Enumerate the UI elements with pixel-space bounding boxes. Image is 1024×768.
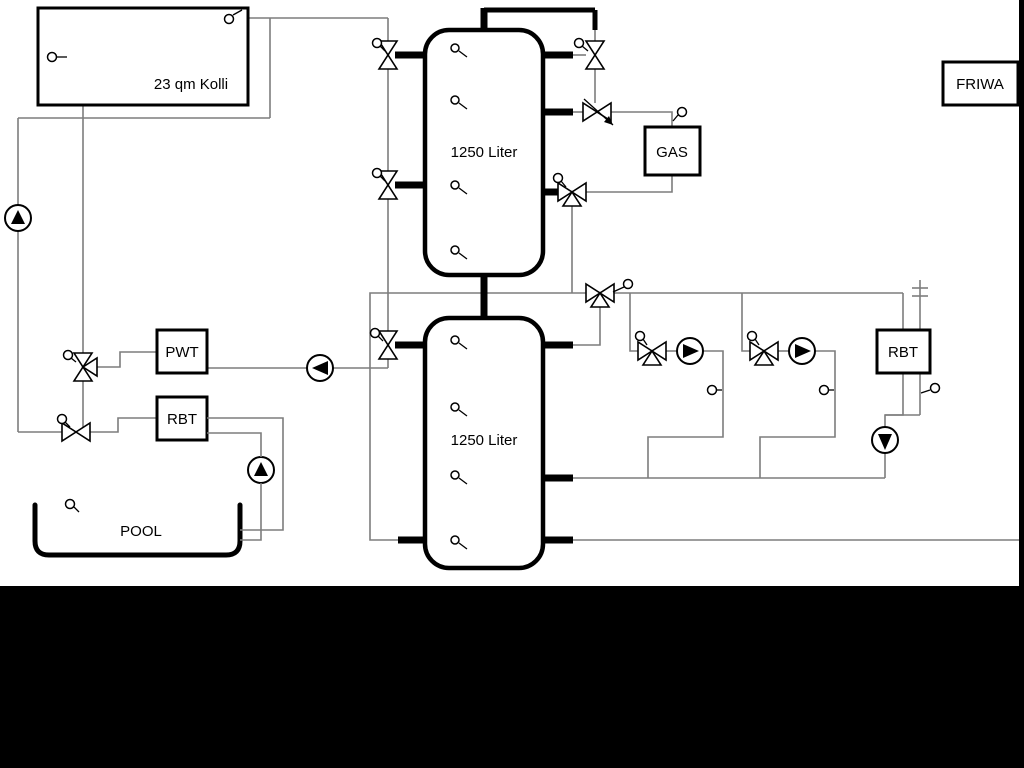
rbt-sensor-icon: [929, 382, 941, 394]
three-way-valve-main-line-icon: [585, 282, 615, 308]
rbt-right-label: RBT: [888, 344, 918, 361]
temperature-sensor-icon: [450, 535, 460, 545]
pool-basin: POOL: [32, 498, 243, 558]
valve-actuator-icon: [371, 37, 383, 49]
temperature-sensor-icon: [450, 470, 460, 480]
main-valve-actuator-icon: [622, 278, 634, 290]
pwt-box: PWT: [155, 328, 209, 375]
temperature-sensor-icon: [450, 245, 460, 255]
mixing-valve-heating-circuit-2-icon: [749, 340, 779, 366]
temperature-sensor-icon: [450, 95, 460, 105]
temperature-sensor-icon: [450, 402, 460, 412]
valve-actuator-icon: [62, 349, 74, 361]
solar-pump-icon: [4, 204, 32, 232]
tank2-label: 1250 Liter: [451, 432, 518, 449]
valve-tank2-left-icon: [377, 330, 399, 360]
solar-collector-box: 23 qm Kolli: [36, 6, 250, 107]
rbt-right-box: RBT: [875, 328, 932, 375]
rbt-left-label: RBT: [167, 411, 197, 428]
valve-actuator-icon: [371, 167, 383, 179]
valve-tank1-top-left-icon: [377, 40, 399, 70]
valve-actuator-icon: [746, 330, 758, 342]
valve-tank1-mid-left-icon: [377, 170, 399, 200]
scan-border-right: [1019, 0, 1024, 586]
valve-actuator-icon: [573, 37, 585, 49]
heating-circuit-1-pump-icon: [676, 337, 704, 365]
buffer-tank-2: 1250 Liter: [422, 315, 546, 571]
sensors-and-actuators: [56, 37, 941, 428]
scan-border-bottom: [0, 586, 1024, 768]
gas-flow-sensor-icon: [676, 106, 688, 118]
valve-tank1-top-right-icon: [584, 40, 606, 70]
mixing-valve-gas-supply-icon: [582, 98, 614, 126]
gas-label: GAS: [656, 144, 688, 161]
rbt-left-box: RBT: [155, 395, 209, 442]
pwt-label: PWT: [165, 344, 198, 361]
valve-pool-return-icon: [61, 421, 91, 443]
valve-actuator-icon: [369, 327, 381, 339]
collector-label: 23 qm Kolli: [154, 76, 228, 93]
temperature-sensor-icon: [450, 180, 460, 190]
pool-pump-icon: [247, 456, 275, 484]
circuit2-sensor-icon: [818, 384, 830, 396]
three-way-valve-pwt-icon: [72, 352, 98, 382]
gas-boiler-box: GAS: [643, 125, 702, 177]
tank-connection-stubs: [395, 7, 598, 544]
pool-sensor-icon: [64, 498, 76, 510]
circuit1-sensor-icon: [706, 384, 718, 396]
valve-actuator-icon: [552, 172, 564, 184]
buffer-tank-1: 1250 Liter: [422, 27, 546, 278]
friwa-label: FRIWA: [956, 76, 1004, 93]
three-way-valve-gas-return-icon: [557, 181, 587, 207]
rbt-pump-icon: [871, 426, 899, 454]
friwa-box: FRIWA: [941, 60, 1020, 107]
heating-circuit-2-pump-icon: [788, 337, 816, 365]
pool-label: POOL: [120, 523, 162, 540]
pool-loop-pipes: [207, 417, 284, 541]
temperature-sensor-icon: [450, 43, 460, 53]
valve-actuator-icon: [634, 330, 646, 342]
pwt-pump-icon: [306, 354, 334, 382]
collector-sensor-icon: [46, 51, 58, 63]
valve-actuator-icon: [56, 413, 68, 425]
collector-sensor-icon: [223, 13, 235, 25]
temperature-sensor-icon: [450, 335, 460, 345]
mixing-valve-heating-circuit-1-icon: [637, 340, 667, 366]
tank1-label: 1250 Liter: [451, 144, 518, 161]
